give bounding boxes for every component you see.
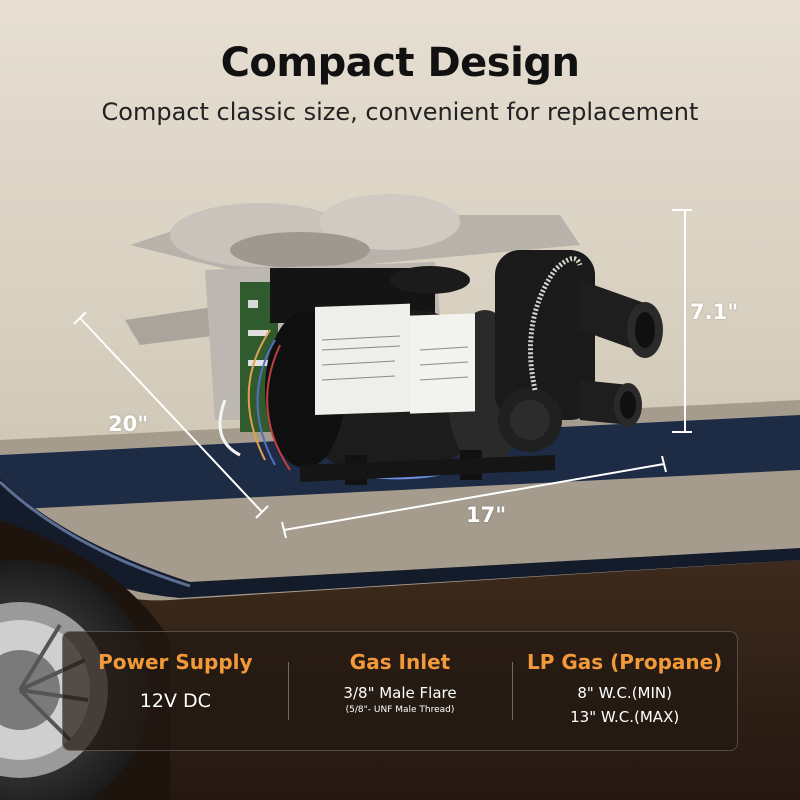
spec-panel: Power Supply 12V DC Gas Inlet 3/8" Male … (62, 631, 738, 751)
spec-gas-inlet: Gas Inlet 3/8" Male Flare (5/8"- UNF Mal… (287, 632, 513, 750)
spec-heading: Gas Inlet (349, 650, 451, 674)
spec-note: (5/8"- UNF Male Thread) (345, 705, 455, 715)
spec-value-max: 13" W.C.(MAX) (570, 708, 680, 726)
spec-power-supply: Power Supply 12V DC (63, 632, 288, 750)
spec-heading: Power Supply (98, 650, 253, 674)
depth-dimension-label: 20" (108, 412, 149, 436)
page-title: Compact Design (220, 40, 580, 86)
spec-value: 12V DC (139, 690, 211, 712)
spec-lp-gas: LP Gas (Propane) 8" W.C.(MIN) 13" W.C.(M… (512, 632, 737, 750)
width-dimension-label: 17" (466, 503, 507, 527)
spec-heading: LP Gas (Propane) (527, 650, 723, 674)
page-subtitle: Compact classic size, convenient for rep… (101, 98, 699, 126)
spec-value-min: 8" W.C.(MIN) (577, 684, 672, 702)
height-dimension-label: 7.1" (690, 300, 739, 324)
spec-value: 3/8" Male Flare (343, 684, 457, 702)
